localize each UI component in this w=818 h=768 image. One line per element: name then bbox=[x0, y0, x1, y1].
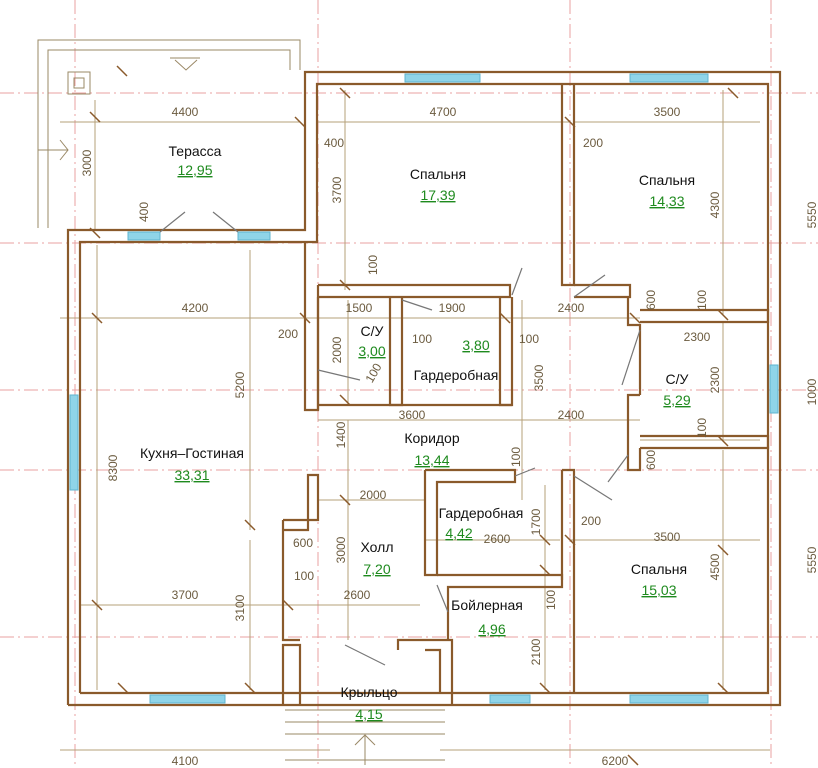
dimension-label: 3000 bbox=[334, 536, 348, 563]
dimension-label: 3000 bbox=[80, 149, 94, 176]
window-kitchen-top-right bbox=[237, 231, 271, 241]
room-labels: Терасса 12,95 Спальня 17,39 Спальня 14,3… bbox=[140, 143, 695, 722]
dimension-label: 200 bbox=[278, 327, 298, 341]
dimension-label: 2300 bbox=[708, 366, 722, 393]
dimension-label: 3500 bbox=[654, 530, 681, 544]
dimension-label: 600 bbox=[644, 450, 658, 470]
dimension-label: 100 bbox=[509, 447, 523, 467]
dimension-label: 3700 bbox=[172, 588, 199, 602]
room-name-wardrobe1: Гардеробная bbox=[414, 367, 499, 383]
room-area-bedroom2: 14,33 bbox=[649, 193, 684, 209]
interior-walls bbox=[281, 84, 770, 693]
dimension-label: 2100 bbox=[529, 638, 543, 665]
room-area-wc2: 5,29 bbox=[663, 392, 690, 408]
room-area-bedroom3: 15,03 bbox=[641, 582, 676, 598]
dimension-label: 5200 bbox=[233, 371, 247, 398]
dimension-label: 400 bbox=[137, 202, 151, 222]
room-area-hall: 7,20 bbox=[363, 561, 390, 577]
dimension-label: 2400 bbox=[558, 301, 585, 315]
window-bedroom2 bbox=[629, 73, 709, 83]
dimension-label: 4200 bbox=[182, 301, 209, 315]
room-name-wardrobe2: Гардеробная bbox=[439, 505, 524, 521]
room-area-bedroom1: 17,39 bbox=[420, 187, 455, 203]
room-area-boiler: 4,96 bbox=[478, 621, 505, 637]
dimension-label: 1700 bbox=[529, 508, 543, 535]
terrace-outline bbox=[37, 39, 301, 228]
dimension-label: 4700 bbox=[430, 105, 457, 119]
dimension-label: 3100 bbox=[233, 594, 247, 621]
dimension-label: 100 bbox=[366, 255, 380, 275]
dimension-label: 1900 bbox=[439, 301, 466, 315]
room-name-corridor: Коридор bbox=[404, 430, 460, 446]
dimension-label: 6200 bbox=[602, 754, 629, 768]
room-name-wc1: С/У bbox=[361, 323, 384, 339]
exterior-walls bbox=[66, 70, 782, 707]
dimension-label: 100 bbox=[294, 569, 314, 583]
dimension-label: 8300 bbox=[106, 454, 120, 481]
dimension-label: 200 bbox=[581, 514, 601, 528]
dimension-label: 100 bbox=[695, 418, 709, 438]
room-name-terrace: Терасса bbox=[169, 143, 222, 159]
doors bbox=[159, 211, 641, 666]
dimension-label: 3700 bbox=[330, 176, 344, 203]
dimension-label: 4500 bbox=[708, 553, 722, 580]
dimension-label: 100 bbox=[544, 590, 558, 610]
room-area-wardrobe1: 3,80 bbox=[462, 337, 489, 353]
dimension-label: 200 bbox=[583, 136, 603, 150]
dimension-label: 100 bbox=[519, 332, 539, 346]
dimension-label: 100 bbox=[362, 361, 384, 386]
window-kitchen-left bbox=[69, 394, 79, 491]
dimension-ticks bbox=[89, 65, 739, 766]
room-area-kitchen: 33,31 bbox=[174, 467, 209, 483]
room-name-bedroom3: Спальня bbox=[631, 561, 687, 577]
dimension-label: 2400 bbox=[558, 408, 585, 422]
dimension-label: 400 bbox=[324, 136, 344, 150]
dimension-label: 2300 bbox=[684, 330, 711, 344]
room-name-bedroom1: Спальня bbox=[410, 166, 466, 182]
dimension-label: 5550 bbox=[805, 546, 818, 573]
window-boiler bbox=[489, 694, 531, 704]
room-area-wardrobe2: 4,42 bbox=[445, 525, 472, 541]
dimension-label: 1000 bbox=[805, 378, 818, 405]
dimension-label: 600 bbox=[644, 290, 658, 310]
window-wc2 bbox=[769, 364, 779, 414]
dimension-label: 2600 bbox=[484, 532, 511, 546]
dimension-label: 600 bbox=[293, 536, 313, 550]
dimension-label: 4400 bbox=[172, 105, 199, 119]
room-area-terrace: 12,95 bbox=[177, 162, 212, 178]
dimension-label: 1400 bbox=[334, 421, 348, 448]
dimension-label: 1500 bbox=[346, 301, 373, 315]
room-name-boiler: Бойлерная bbox=[451, 597, 523, 613]
dimension-label: 3600 bbox=[399, 408, 426, 422]
room-name-bedroom2: Спальня bbox=[639, 172, 695, 188]
dimension-label: 100 bbox=[695, 290, 709, 310]
dimension-label: 100 bbox=[412, 332, 432, 346]
porch-steps bbox=[285, 709, 445, 765]
dimension-label: 2000 bbox=[360, 488, 387, 502]
window-kitchen-bottom bbox=[149, 694, 226, 704]
window-bedroom3 bbox=[629, 694, 709, 704]
dimension-label: 4100 bbox=[172, 754, 199, 768]
room-area-corridor: 13,44 bbox=[414, 452, 449, 468]
room-name-porch: Крыльцо bbox=[340, 684, 397, 700]
dimension-label: 2600 bbox=[344, 588, 371, 602]
dimension-label: 3500 bbox=[532, 364, 546, 391]
room-area-porch: 4,15 bbox=[355, 706, 382, 722]
porch-walls bbox=[281, 638, 454, 705]
window-bedroom1 bbox=[404, 73, 481, 83]
dimension-label: 3500 bbox=[654, 105, 681, 119]
dimension-label: 2000 bbox=[330, 336, 344, 363]
room-name-hall: Холл bbox=[361, 539, 394, 555]
room-name-kitchen: Кухня–Гостиная bbox=[140, 445, 244, 461]
windows bbox=[69, 73, 779, 704]
dimension-labels: 4400 4700 3500 3000 400 400 200 3700 430… bbox=[80, 105, 818, 768]
room-name-wc2: С/У bbox=[666, 371, 689, 387]
dimension-label: 5550 bbox=[805, 201, 818, 228]
window-kitchen-top-left bbox=[127, 231, 161, 241]
dimension-label: 4300 bbox=[708, 191, 722, 218]
room-area-wc1: 3,00 bbox=[358, 343, 385, 359]
